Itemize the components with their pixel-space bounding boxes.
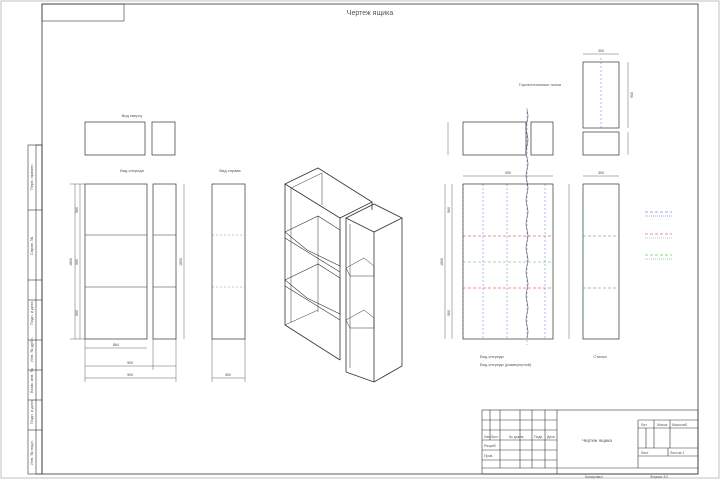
front-view-side [152, 183, 177, 340]
view-label-front: Вид спереди [120, 168, 144, 173]
right-front-view [462, 183, 620, 340]
right-dimensions [444, 53, 629, 339]
left-dimensions [70, 183, 246, 382]
tb-sign: Подп [534, 435, 542, 439]
view-label-top: Вид сверху [122, 113, 143, 118]
dim-text: 300 [598, 49, 604, 53]
left-margin-strip [27, 144, 43, 475]
dim-text: 1800 [179, 258, 183, 266]
margin-label: Подп. и дата [29, 400, 34, 424]
side-view-body [211, 183, 246, 340]
view-label-front-right-b: Вид спереди (развернутый) [480, 362, 532, 367]
sheet-title: Чертеж ящика [347, 10, 394, 17]
dim-text: 864 [113, 343, 119, 347]
tb-date: Дата [547, 435, 555, 439]
tb-izm: Изм [484, 435, 491, 439]
dim-text: 900 [505, 171, 511, 175]
break-line [525, 109, 529, 339]
dim-text: 300 [225, 373, 231, 377]
dim-text: 900 [127, 361, 133, 365]
top-view-side [151, 121, 176, 156]
dim-text: 1800 [69, 258, 73, 266]
dim-text: 900 [630, 92, 634, 98]
view-label-front-right: Вид спереди [480, 354, 504, 359]
top-view-body [84, 121, 146, 156]
line-legend [645, 211, 672, 260]
dim-text: 300 [598, 171, 604, 175]
margin-label: Справ. № [29, 237, 34, 255]
tb-format: Формат А3 [650, 475, 668, 479]
margin-label: Взам. инв. № [29, 368, 34, 393]
top-stamp-box [41, 3, 125, 22]
tb-razrab: Разраб. [484, 444, 497, 448]
dim-text: 560 [75, 310, 79, 316]
tb-sheet: Лист [641, 451, 649, 455]
margin-label: Инв. № подл. [29, 440, 34, 465]
dim-text: 560 [75, 259, 79, 265]
title-block [481, 409, 699, 475]
tb-doc-title: Чертеж ящика [582, 438, 612, 443]
tb-prov: Пров. [484, 454, 493, 458]
dim-text: 560 [75, 207, 79, 213]
dim-text: 560 [447, 310, 451, 316]
front-view-body [84, 183, 148, 340]
tb-list: Лист [491, 435, 499, 439]
blue-centerlines [462, 58, 602, 345]
tb-copied: Копировал [585, 475, 603, 479]
drawing-frame [41, 3, 699, 475]
tb-mass: Масса [657, 423, 667, 427]
tb-doc: № докум. [509, 435, 524, 439]
margin-label: Перв. примен. [29, 163, 34, 190]
tb-sheets: Листов 1 [670, 451, 684, 455]
dim-text: 1800 [440, 258, 444, 266]
view-label-side: Вид справа [219, 168, 241, 173]
shelf-parts [462, 61, 620, 156]
tb-lit: Лит. [641, 423, 647, 427]
dim-text: 560 [447, 207, 451, 213]
margin-label: Подп. и дата [29, 301, 34, 325]
view-label-wall: Стенка [593, 354, 607, 359]
isometric-cabinet [284, 167, 403, 383]
dim-text: 900 [127, 373, 133, 377]
margin-label: Инв. № дубл. [29, 337, 34, 362]
view-label-shelves: Горизонтальные полки [519, 82, 561, 87]
shelf-positions [463, 198, 619, 330]
tb-scale: Масштаб [672, 423, 687, 427]
